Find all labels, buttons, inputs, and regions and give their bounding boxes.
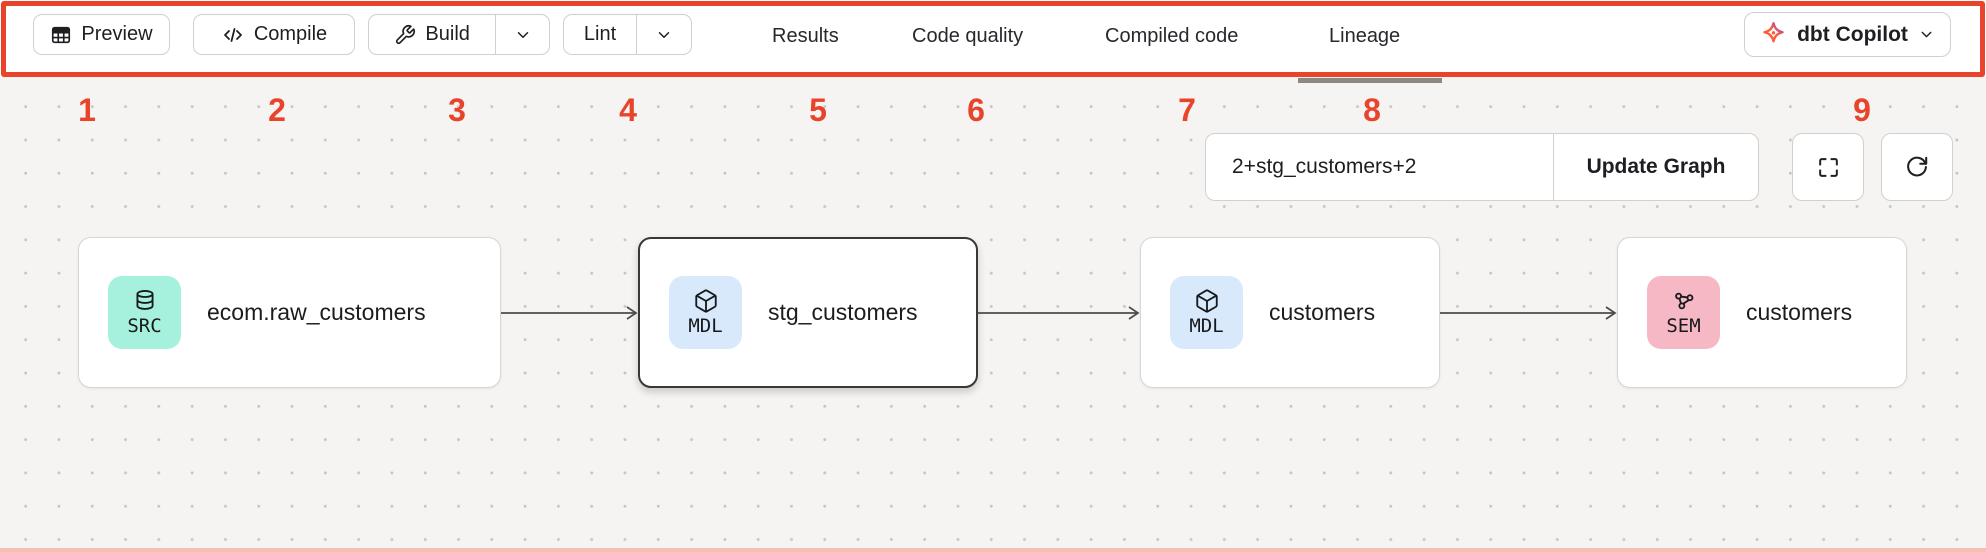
node-label: stg_customers [768, 299, 918, 325]
preview-button-label: Preview [81, 23, 153, 45]
tab-results[interactable]: Results [772, 0, 839, 72]
tab-results-label: Results [772, 24, 839, 47]
model-badge: MDL [669, 276, 742, 349]
annotation-number: 5 [809, 92, 827, 128]
build-button-group: Build [368, 14, 550, 55]
lineage-node-customers-model[interactable]: MDL customers [1140, 237, 1440, 388]
build-dropdown-button[interactable] [495, 15, 549, 54]
chevron-down-icon [517, 31, 528, 38]
cube-icon [1195, 289, 1218, 313]
dbt-copilot-button[interactable]: dbt Copilot [1744, 12, 1951, 57]
tab-lineage-label: Lineage [1329, 24, 1401, 47]
node-badge-label: SEM [1666, 315, 1701, 337]
annotation-number: 1 [78, 92, 96, 128]
database-icon [135, 290, 154, 310]
lineage-edge [1440, 306, 1617, 320]
code-icon [223, 27, 242, 42]
node-badge-label: MDL [1189, 315, 1224, 337]
annotation-number: 6 [967, 92, 985, 128]
refresh-icon [1907, 156, 1928, 177]
annotation-number: 3 [448, 92, 466, 128]
graph-selector-control: 2+stg_customers+2 Update Graph [1205, 133, 1759, 201]
cube-icon [694, 289, 717, 313]
model-badge: MDL [1170, 276, 1243, 349]
source-badge: SRC [108, 276, 181, 349]
tab-code-quality[interactable]: Code quality [912, 0, 1023, 72]
compile-button-label: Compile [253, 23, 328, 45]
node-badge-label: SRC [127, 315, 162, 337]
lineage-node-customers-semantic[interactable]: SEM customers [1617, 237, 1907, 388]
chevron-down-icon [658, 31, 670, 38]
node-label: customers [1746, 299, 1853, 325]
annotation-number: 4 [619, 92, 637, 128]
chevron-down-icon [1921, 31, 1932, 38]
lint-button-group: Lint [563, 14, 692, 55]
semantic-layer-icon [1674, 292, 1693, 310]
table-icon [52, 26, 71, 43]
node-badge-label: MDL [688, 315, 723, 337]
tab-compiled-code[interactable]: Compiled code [1105, 0, 1238, 72]
update-graph-button[interactable]: Update Graph [1586, 155, 1726, 178]
node-label: customers [1269, 299, 1376, 325]
lint-dropdown-button[interactable] [636, 15, 691, 54]
build-button[interactable]: Build [369, 15, 495, 54]
fullscreen-button[interactable] [1792, 133, 1864, 201]
preview-button[interactable]: Preview [33, 14, 170, 55]
lint-button[interactable]: Lint [564, 15, 636, 54]
lineage-edge [978, 306, 1140, 320]
wrench-icon [396, 24, 416, 44]
tab-compiled-code-label: Compiled code [1105, 24, 1239, 47]
semantic-badge: SEM [1647, 276, 1720, 349]
tab-code-quality-label: Code quality [912, 24, 1024, 47]
build-button-label: Build [425, 23, 470, 45]
active-tab-underline [1298, 78, 1442, 83]
lineage-selector-input[interactable]: 2+stg_customers+2 [1206, 134, 1554, 200]
lineage-edge [501, 306, 638, 320]
annotation-number: 7 [1178, 92, 1196, 128]
fullscreen-icon [1818, 157, 1838, 177]
annotation-number: 9 [1853, 92, 1871, 128]
dbt-logo-icon [1763, 22, 1784, 43]
lineage-node-source-raw-customers[interactable]: SRC ecom.raw_customers [78, 237, 501, 388]
annotation-number: 8 [1363, 92, 1381, 128]
node-label: ecom.raw_customers [207, 299, 426, 325]
refresh-icon-button[interactable] [1881, 133, 1953, 201]
dbt-copilot-label: dbt Copilot [1797, 22, 1908, 46]
toolbar: Preview Compile Build Lint [0, 0, 1986, 76]
lint-button-label: Lint [583, 23, 617, 45]
annotation-number: 2 [268, 92, 286, 128]
bottom-accent-strip [0, 548, 1986, 552]
lineage-node-stg-customers[interactable]: MDL stg_customers [638, 237, 978, 388]
tab-lineage[interactable]: Lineage [1329, 0, 1400, 72]
compile-button[interactable]: Compile [193, 14, 355, 55]
